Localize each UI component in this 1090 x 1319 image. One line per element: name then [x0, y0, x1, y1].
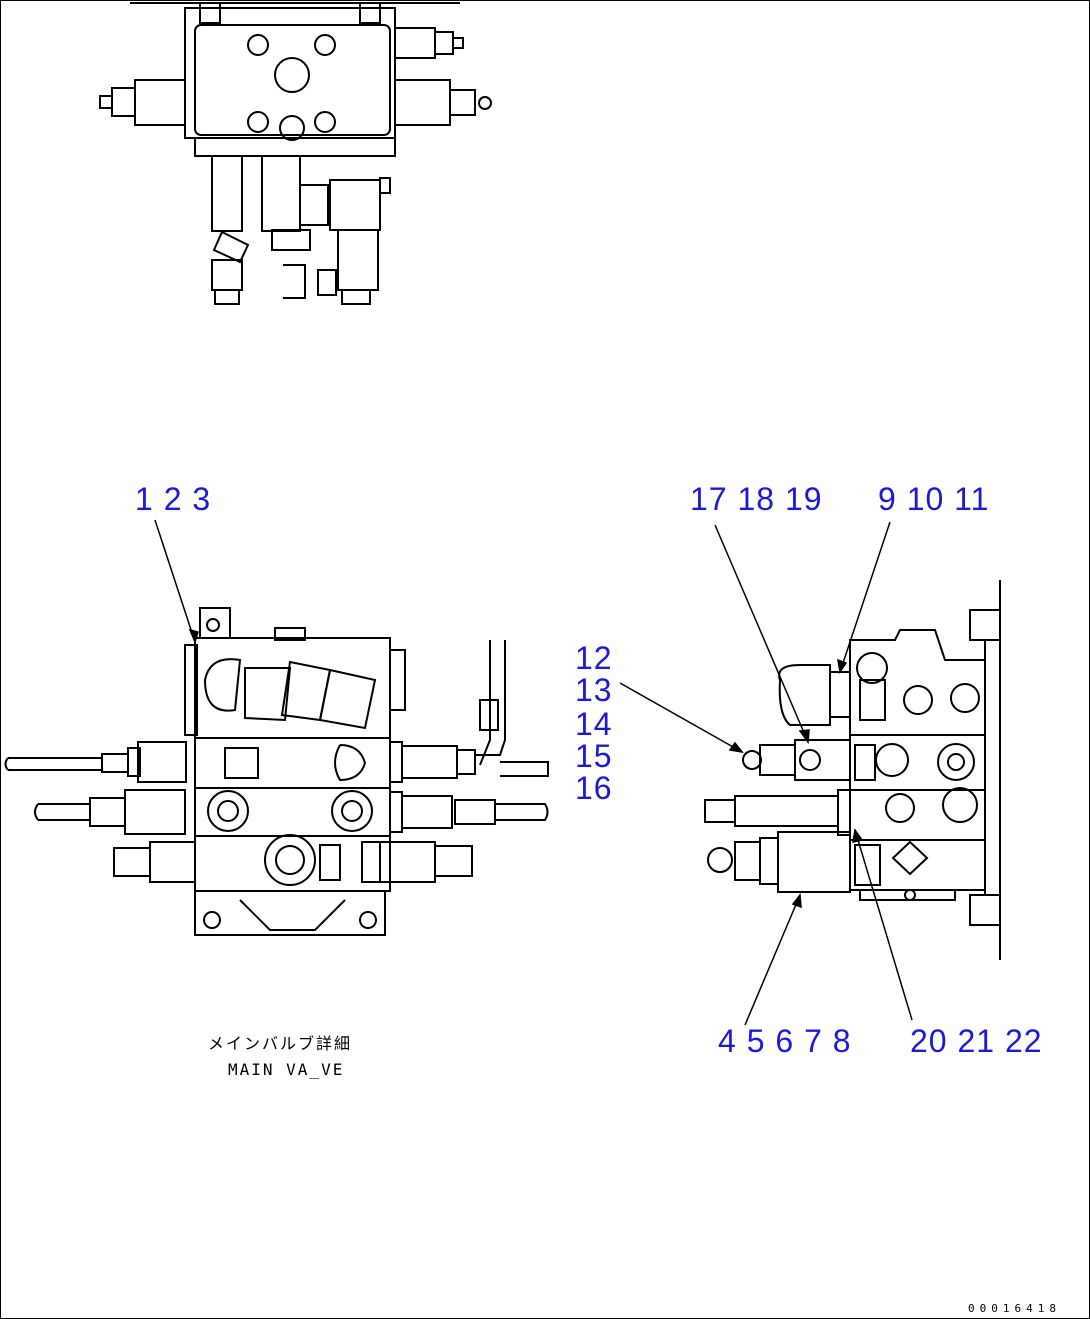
main-valve-front-view — [4, 607, 549, 936]
leader-4-8 — [744, 894, 801, 1026]
main-valve-side-view — [704, 580, 1001, 960]
leader-lines — [154, 519, 913, 1026]
document-id: 00016418 — [968, 1302, 1061, 1315]
caption-japanese: メインバルブ詳細 — [208, 1034, 353, 1053]
top-valve-view — [99, 2, 492, 305]
leader-arrow-9-10-11 — [837, 658, 848, 674]
callout-14: 14 — [575, 706, 613, 742]
callout-12: 12 — [575, 640, 613, 676]
callout-15: 15 — [575, 738, 613, 774]
leader-1-2-3 — [154, 519, 196, 643]
callout-9-10-11: 9 10 11 — [878, 481, 990, 517]
callout-1-2-3: 1 2 3 — [135, 481, 212, 517]
leader-arrow-4-8 — [791, 893, 802, 909]
callout-4-8: 4 5 6 7 8 — [718, 1023, 852, 1059]
leader-arrow-12-16 — [728, 741, 744, 754]
callout-13: 13 — [575, 672, 613, 708]
callout-20-22: 20 21 22 — [910, 1023, 1043, 1059]
callout-16: 16 — [575, 770, 613, 806]
callout-17-18-19: 17 18 19 — [690, 481, 823, 517]
caption-english: MAIN VA_VE — [228, 1060, 345, 1079]
leader-20-22 — [854, 829, 913, 1021]
leader-17-18-19 — [714, 524, 809, 743]
leader-arrow-1-2-3 — [188, 628, 199, 645]
leader-arrow-20-22 — [852, 828, 864, 843]
leader-12-16 — [619, 682, 743, 753]
leader-arrow-17-18-19 — [798, 729, 810, 745]
leader-9-10-11 — [839, 521, 891, 673]
